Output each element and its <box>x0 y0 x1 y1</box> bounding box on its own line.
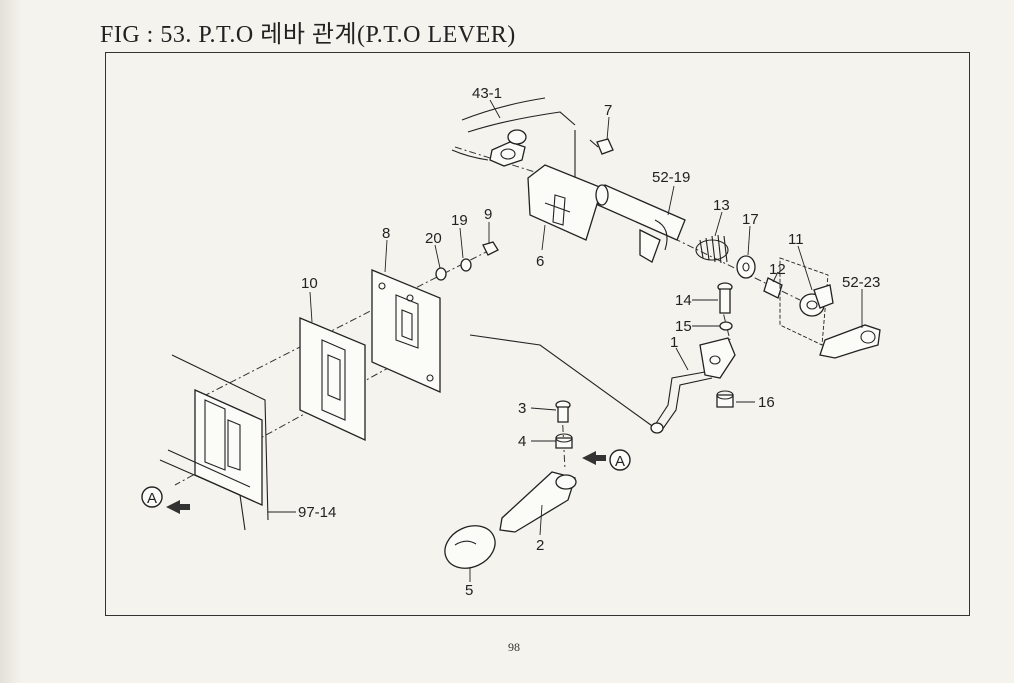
callout-10: 10 <box>301 275 318 292</box>
reference-mark-a-left: A <box>141 486 190 514</box>
reference-mark-a-right: A <box>582 449 631 471</box>
gate-plate-10 <box>299 317 366 442</box>
callout-7: 7 <box>604 102 612 119</box>
callout-4: 4 <box>518 433 526 450</box>
callout-8: 8 <box>382 225 390 242</box>
callout-16: 16 <box>758 394 775 411</box>
arm-bracket-11 <box>779 257 834 346</box>
bolt-7 <box>589 138 614 155</box>
arrow-right-icon <box>582 451 606 465</box>
scan-edge <box>0 0 22 683</box>
bolt-14 <box>717 282 733 314</box>
panel-97-14 <box>159 354 269 531</box>
page-title: FIG : 53. P.T.O 레바 관계(P.T.O LEVER) <box>100 22 516 48</box>
callout-43-1: 43-1 <box>472 85 502 102</box>
arrow-left-icon <box>166 500 190 514</box>
reference-mark-label: A <box>615 453 625 470</box>
washer-19 <box>460 258 472 272</box>
nut-9 <box>482 241 499 256</box>
guide-plate-6 <box>527 164 603 241</box>
knob-5 <box>444 525 496 569</box>
bushing-12 <box>763 277 783 299</box>
callout-15: 15 <box>675 318 692 335</box>
shaft-52-19 <box>595 184 686 263</box>
gate-plate-8 <box>371 269 441 393</box>
callout-2: 2 <box>536 537 544 554</box>
callout-9: 9 <box>484 206 492 223</box>
assembly-centerlines <box>174 146 801 486</box>
callout-labels: 43-1 7 52-19 13 17 11 12 52-23 6 9 19 20… <box>298 85 880 599</box>
washer-20 <box>435 267 447 281</box>
spring-13 <box>695 234 729 264</box>
part-43-1-body <box>451 97 576 190</box>
callout-6: 6 <box>536 253 544 270</box>
lever-52-23 <box>819 324 881 359</box>
nut-16 <box>716 390 734 408</box>
lever-rod-1 <box>469 334 736 434</box>
page-number: 98 <box>508 640 520 654</box>
washer-17 <box>736 255 756 279</box>
callout-97-14: 97-14 <box>298 504 336 521</box>
callout-19: 19 <box>451 212 468 229</box>
callout-13: 13 <box>713 197 730 214</box>
nut-4 <box>555 433 573 449</box>
centerline-upper-bolt <box>199 249 491 399</box>
callout-1: 1 <box>670 334 678 351</box>
gear-lever-2 <box>499 471 577 533</box>
reference-mark-label: A <box>147 490 157 507</box>
mount-boss <box>489 141 526 167</box>
bolt-3 <box>555 400 571 423</box>
callout-5: 5 <box>465 582 473 599</box>
washer-15 <box>719 321 733 331</box>
callout-11: 11 <box>788 231 804 248</box>
callout-17: 17 <box>742 211 759 228</box>
leader-lines <box>268 99 863 582</box>
callout-14: 14 <box>675 292 692 309</box>
callout-52-23: 52-23 <box>842 274 880 291</box>
callout-3: 3 <box>518 400 526 417</box>
callout-52-19: 52-19 <box>652 169 690 186</box>
callout-12: 12 <box>769 261 786 278</box>
callout-20: 20 <box>425 230 442 247</box>
diagram-frame <box>105 52 970 616</box>
